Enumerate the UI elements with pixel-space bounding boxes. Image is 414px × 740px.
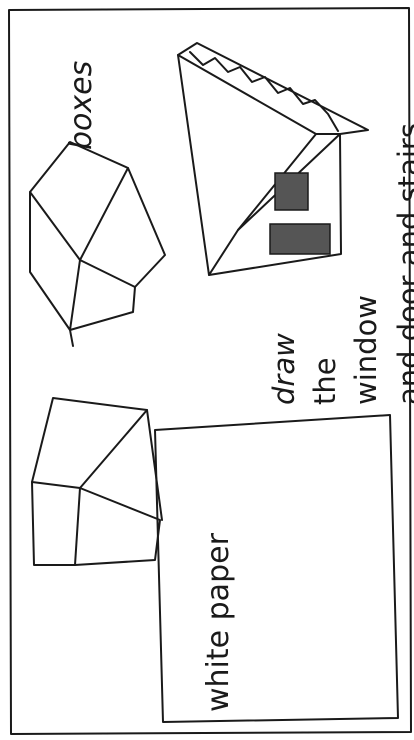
instruction-line-window: window (352, 295, 381, 405)
small-box-top (30, 142, 165, 346)
instruction-line-the: the (311, 357, 340, 405)
small-box-bottom (32, 398, 162, 565)
window-shape (275, 173, 308, 210)
white-paper-sheet (155, 415, 398, 722)
door-shape (270, 224, 330, 254)
house-top-face (178, 43, 368, 134)
boxes-label: boxes (67, 61, 97, 150)
instruction-line-door-stairs: and door and stairs (395, 123, 414, 405)
stairs-zigzag (190, 52, 338, 131)
white-paper-label: white paper (204, 533, 234, 712)
instruction-line-draw: draw (270, 333, 299, 405)
